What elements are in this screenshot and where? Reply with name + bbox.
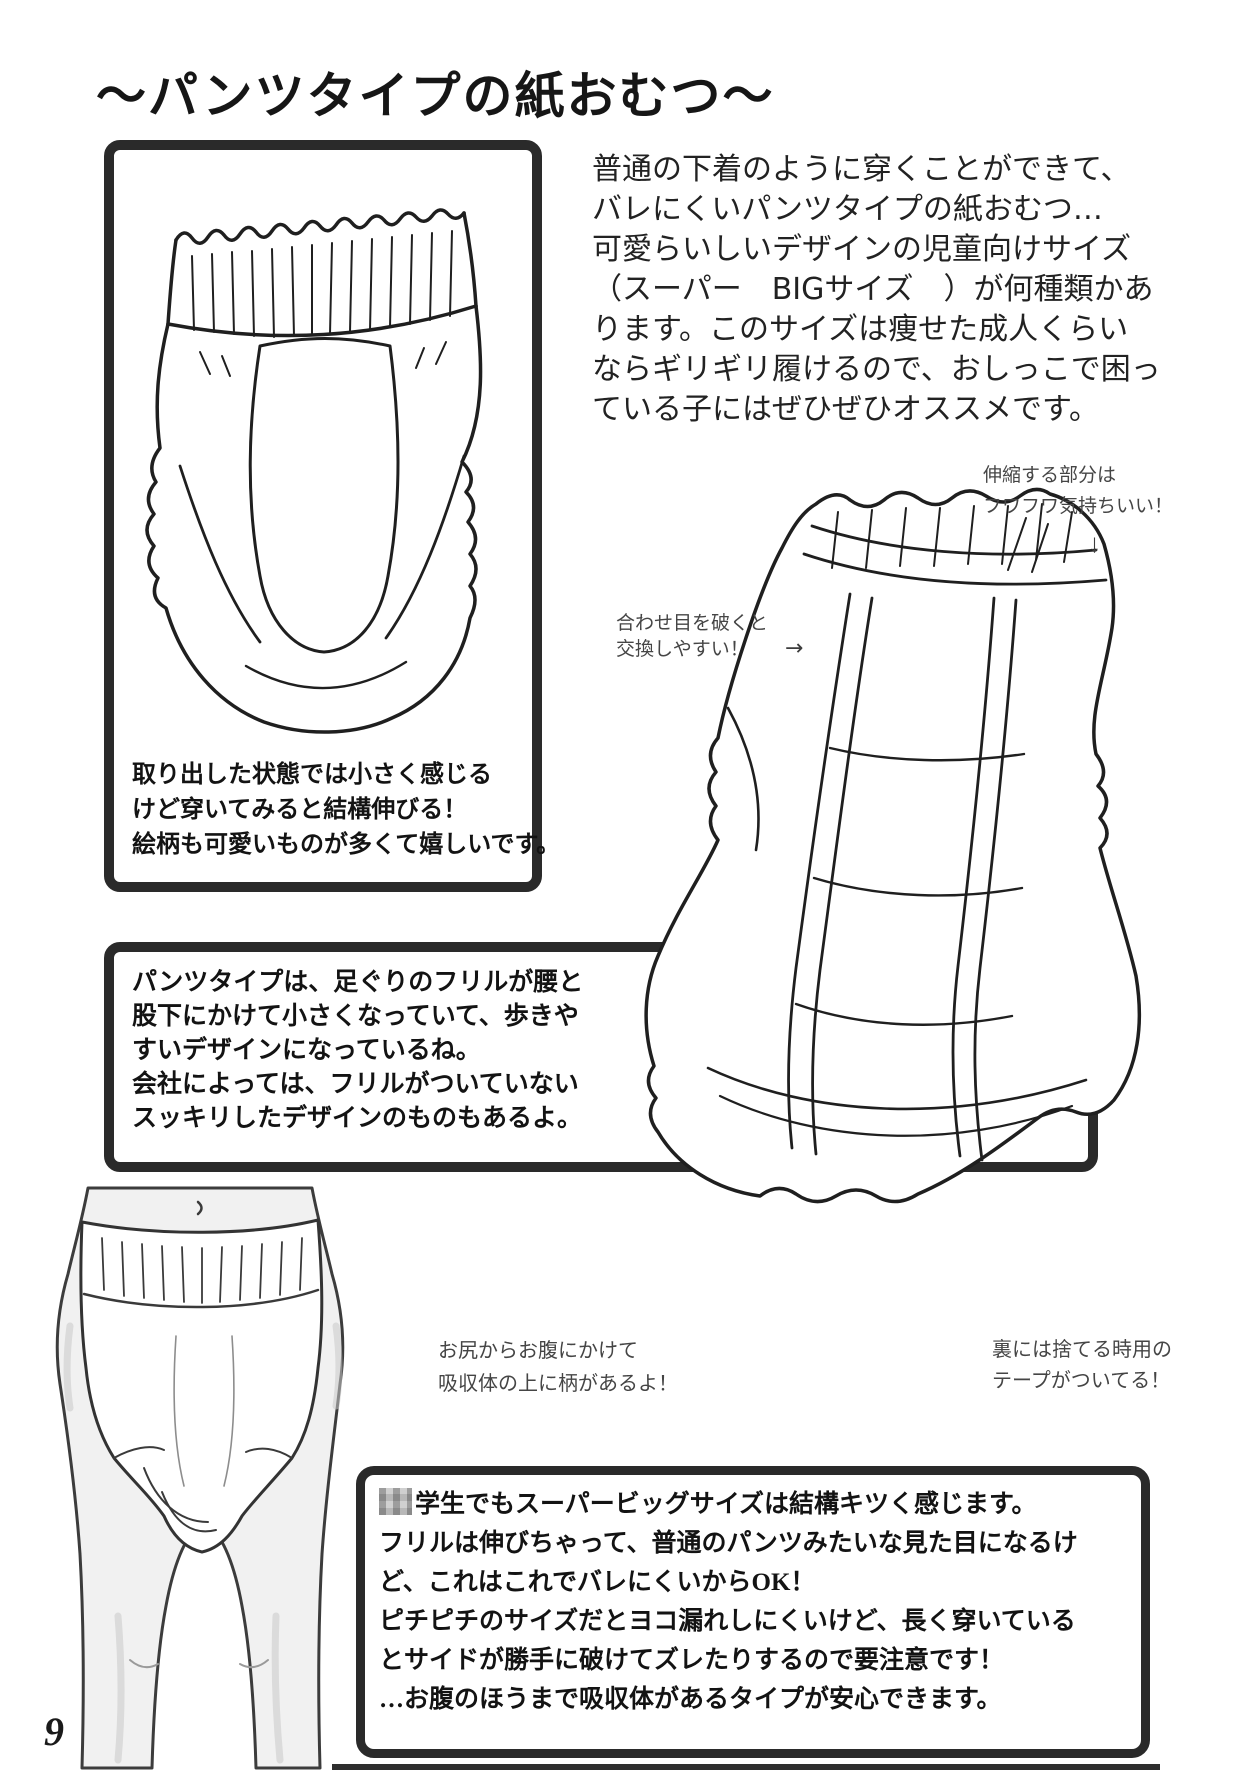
annotation-pattern-line: お尻からお腹にかけて: [438, 1338, 638, 1362]
annotation-tape: 裏には捨てる時用の テープがついてる！: [992, 1334, 1172, 1396]
annotation-seam: 合わせ目を破くと 交換しやすい！ →: [616, 610, 803, 662]
experience-line: …お腹のほうまで吸収体があるタイプが安心できます。: [379, 1686, 1002, 1713]
annotation-tape-line: 裏には捨てる時用の: [992, 1337, 1172, 1361]
intro-line: ならギリギリ履けるので、おしっこで困っ: [592, 352, 1161, 387]
design-note-line: すいデザインになっているね。: [132, 1037, 481, 1064]
design-note-line: 股下にかけて小さくなっていて、歩きや: [132, 1003, 579, 1030]
front-diaper-panel: 取り出した状態では小さく感じる けど穿いてみると結構伸びる！ 絵柄も可愛いものが…: [104, 140, 560, 892]
intro-paragraph: 普通の下着のように穿くことができて、 バレにくいパンツタイプの紙おむつ… 可愛ら…: [592, 150, 1161, 430]
design-note-text: パンツタイプは、足ぐりのフリルが腰と 股下にかけて小さくなっていて、歩きや すい…: [132, 966, 583, 1136]
front-caption: 取り出した状態では小さく感じる けど穿いてみると結構伸びる！ 絵柄も可愛いものが…: [132, 758, 560, 863]
annotation-stretch-line: 伸縮する部分は: [983, 464, 1117, 486]
annotation-seam-line: 合わせ目を破くと: [616, 612, 769, 634]
experience-line: フリルは伸びちゃって、普通のパンツみたいな見た目になるけ: [379, 1530, 1078, 1557]
person-illustration: [55, 1186, 345, 1770]
annotation-seam-line: 交換しやすい！ →: [616, 636, 804, 661]
intro-line: ている子にはぜひぜひオススメです。: [592, 392, 1099, 427]
page-number: 9: [44, 1709, 64, 1754]
experience-line: 学生でもスーパービッグサイズは結構キツく感じます。: [379, 1485, 1078, 1524]
annotation-pattern: お尻からお腹にかけて 吸収体の上に柄があるよ！: [438, 1334, 678, 1400]
experience-text: 学生でもスーパービッグサイズは結構キツく感じます。 フリルは伸びちゃって、普通の…: [379, 1485, 1078, 1719]
diaper-angled-illustration: [644, 487, 1142, 1204]
experience-panel: 学生でもスーパービッグサイズは結構キツく感じます。 フリルは伸びちゃって、普通の…: [356, 1466, 1150, 1758]
experience-line: ど、これはこれでバレにくいからOK！: [379, 1569, 816, 1596]
intro-line: （スーパー BIGサイズ ）が何種類かあ: [592, 272, 1154, 307]
annotation-stretch-line: フワフワ気持ちいい！: [983, 495, 1174, 517]
experience-line: ピチピチのサイズだとヨコ漏れしにくいけど、長く穿いている: [379, 1608, 1076, 1635]
annotation-tape-line: テープがついてる！: [992, 1368, 1171, 1392]
annotation-stretch: 伸縮する部分は フワフワ気持ちいい！: [983, 460, 1173, 522]
censor-mosaic-icon: [379, 1488, 412, 1515]
page-bottom-edge: [332, 1764, 1160, 1770]
intro-line: 可愛らいしいデザインの児童向けサイズ: [592, 232, 1132, 267]
annotation-pattern-line: 吸収体の上に柄があるよ！: [438, 1371, 678, 1395]
page-title: ～パンツタイプの紙おむつ～: [96, 68, 775, 124]
intro-line: バレにくいパンツタイプの紙おむつ…: [592, 192, 1103, 227]
design-note-line: 会社によっては、フリルがついていない: [132, 1071, 579, 1098]
front-caption-line: 取り出した状態では小さく感じる: [132, 762, 492, 788]
front-caption-line: 絵柄も可愛いものが多くて嬉しいです。: [132, 832, 561, 858]
right-arrow-icon: →: [784, 636, 804, 661]
design-note-line: パンツタイプは、足ぐりのフリルが腰と: [132, 969, 584, 996]
experience-line: とサイドが勝手に破けてズレたりするので要注意です！: [379, 1647, 1005, 1674]
front-caption-line: けど穿いてみると結構伸びる！: [132, 797, 468, 823]
diaper-front-illustration: [145, 208, 483, 734]
design-note-line: スッキリしたデザインのものもあるよ。: [132, 1105, 583, 1132]
down-arrow-icon: ↓: [1088, 528, 1101, 558]
intro-line: 普通の下着のように穿くことができて、: [592, 152, 1131, 187]
intro-line: ります。このサイズは痩せた成人くらい: [592, 312, 1129, 347]
